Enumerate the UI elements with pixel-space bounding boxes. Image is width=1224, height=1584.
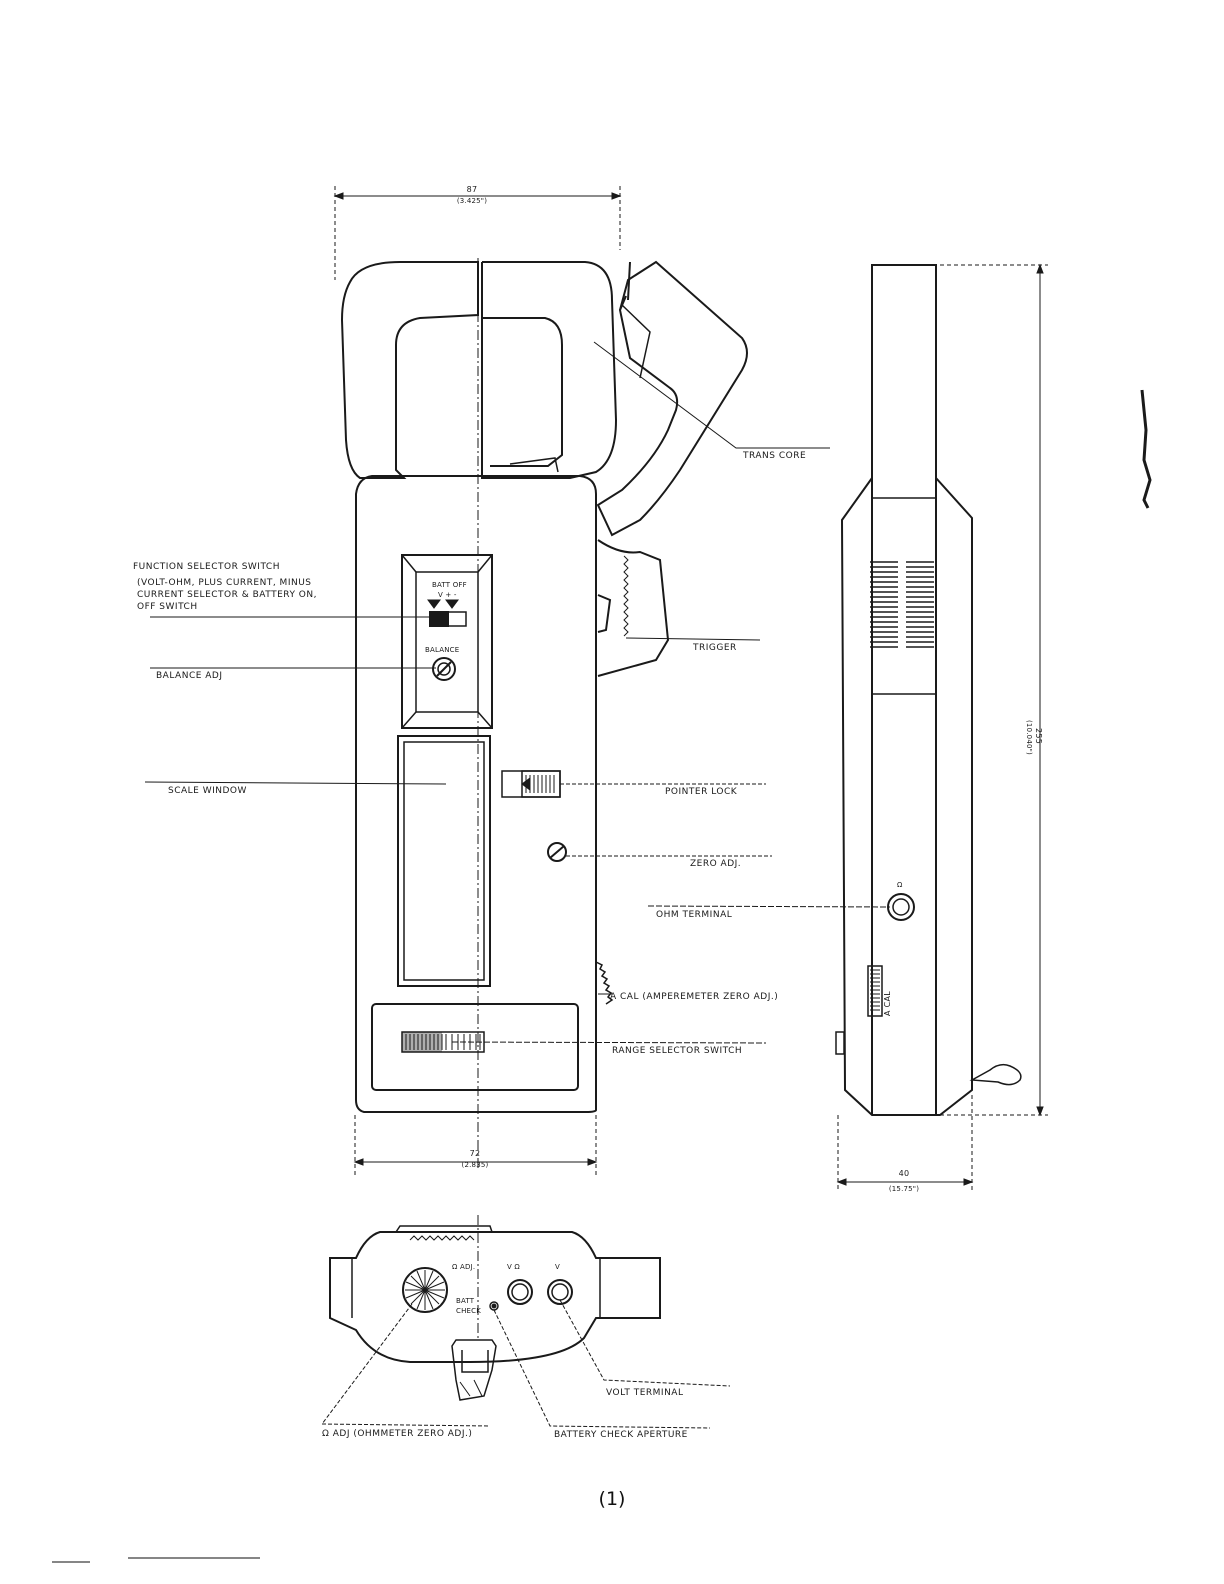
scale-window	[397, 735, 491, 987]
battery-check-aperture-label: BATTERY CHECK APERTURE	[554, 1430, 688, 1440]
volt-terminal-label: VOLT TERMINAL	[606, 1388, 684, 1398]
zero-adj-label: ZERO ADJ.	[690, 859, 742, 869]
strap-loop	[969, 1063, 1022, 1086]
side-acal-wheel	[867, 965, 883, 1017]
footer-marks	[52, 1557, 260, 1563]
function-panel	[401, 554, 493, 729]
range-selector-label: RANGE SELECTOR SWITCH	[612, 1046, 743, 1056]
side-body-outline	[840, 264, 973, 1116]
side-view	[835, 263, 1152, 1190]
side-grill	[870, 561, 934, 648]
meter-body	[355, 475, 597, 1113]
function-switch	[429, 611, 449, 627]
ohm-terminal-label: OHM TERMINAL	[656, 910, 733, 920]
side-height-dimension	[940, 263, 1048, 1117]
margin-mark	[1140, 389, 1152, 509]
front-width-dimension	[333, 186, 622, 280]
side-height-mm: 255	[1034, 728, 1043, 745]
panel-batt-off: BATT OFF	[432, 581, 467, 589]
bottom-view	[329, 1215, 661, 1401]
range-panel	[371, 1003, 579, 1091]
function-selector-line3: OFF SWITCH	[137, 602, 198, 612]
side-height-inch: (10.040")	[1025, 720, 1033, 755]
scale-window-label: SCALE WINDOW	[168, 786, 247, 796]
side-depth-inch: (15.75")	[888, 1185, 920, 1193]
front-view	[333, 186, 748, 1178]
jaw-right-outline	[481, 261, 618, 479]
ohm-adj-callout: Ω ADJ (OHMMETER ZERO ADJ.)	[322, 1429, 473, 1439]
pointer-lock	[501, 770, 561, 798]
trigger	[597, 539, 670, 677]
bottom-strap	[451, 1339, 497, 1401]
ohm-adj-knob	[402, 1267, 448, 1313]
a-cal-label: A CAL (AMPEREMETER ZERO ADJ.)	[610, 992, 779, 1002]
range-selector	[401, 1031, 485, 1053]
front-base-dimension	[353, 1115, 598, 1178]
zero-adj-screw	[547, 842, 567, 862]
panel-modes: V + -	[438, 591, 457, 599]
v-ohm-terminal	[507, 1279, 533, 1305]
function-selector-line2: CURRENT SELECTOR & BATTERY ON,	[137, 590, 317, 600]
front-width-inch: (3.425")	[456, 197, 488, 205]
side-ohm-terminal	[887, 893, 915, 921]
balance-knob	[432, 657, 456, 681]
balance-adj-label: BALANCE ADJ	[156, 671, 223, 681]
front-width-mm: 87	[466, 185, 478, 194]
leader-lines	[144, 341, 891, 1429]
bottom-v-ohm: V Ω	[507, 1263, 520, 1271]
side-acal-label: A CAL	[883, 990, 892, 1016]
jaw-open	[596, 260, 748, 537]
pointer-lock-label: POINTER LOCK	[665, 787, 738, 797]
front-base-mm: 72	[469, 1149, 481, 1158]
page-number: (1)	[598, 1488, 626, 1510]
bottom-batt-check: BATT CHECK	[456, 1297, 482, 1315]
jaw-outline	[340, 261, 479, 479]
function-selector-title: FUNCTION SELECTOR SWITCH	[133, 562, 280, 572]
trans-core-label: TRANS CORE	[743, 451, 807, 461]
bottom-ohm-adj: Ω ADJ.	[452, 1263, 476, 1271]
side-depth-mm: 40	[898, 1169, 910, 1178]
acal-wheel	[595, 961, 614, 1005]
side-ohm-symbol: Ω	[897, 881, 903, 889]
v-terminal	[547, 1279, 573, 1305]
panel-balance: BALANCE	[425, 646, 460, 654]
side-depth-dimension	[836, 1095, 974, 1190]
trigger-label: TRIGGER	[693, 643, 737, 653]
bottom-body-outline	[329, 1231, 661, 1363]
bottom-v: V	[555, 1263, 560, 1271]
function-selector-line1: (VOLT-OHM, PLUS CURRENT, MINUS	[137, 578, 312, 588]
front-base-inch: (2.835)	[461, 1161, 489, 1169]
